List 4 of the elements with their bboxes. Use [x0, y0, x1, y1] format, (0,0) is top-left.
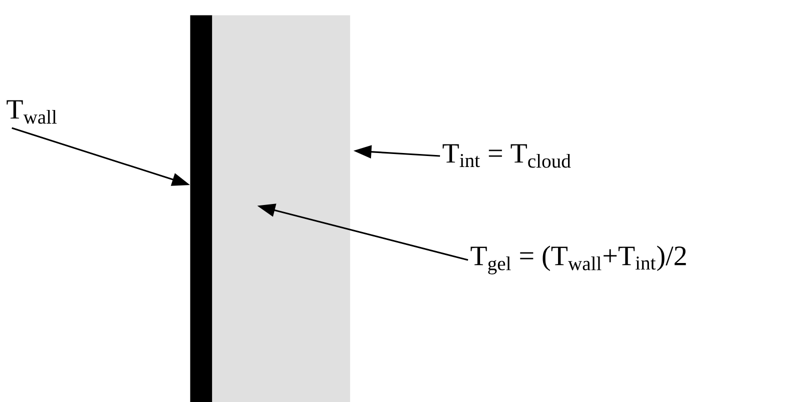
temperature-label: T$_{gel}$ = (T$_{wall}$+T$_{int}$)/2 [470, 246, 686, 274]
gel-layer [212, 15, 350, 402]
temperature-label: T$_{int}$ = T$_{cloud}$ [442, 144, 571, 168]
temperature-label: T$_{wall}$ [6, 100, 57, 124]
